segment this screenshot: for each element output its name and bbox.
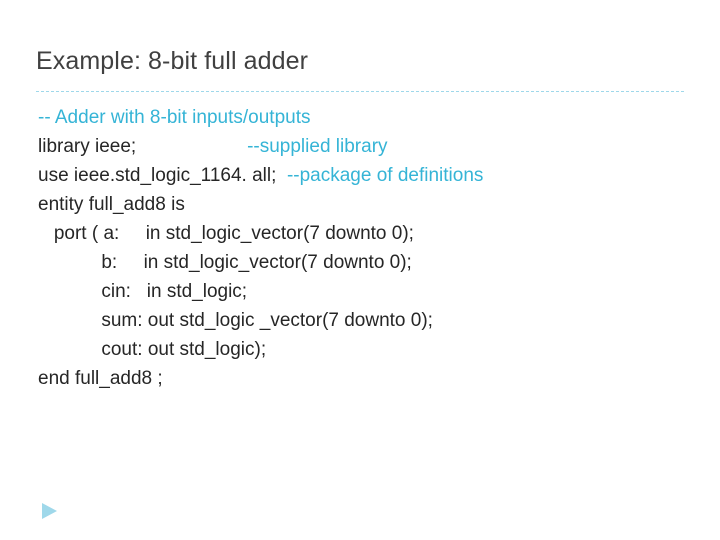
code-text: b: in std_logic_vector(7 downto 0); xyxy=(38,252,412,273)
code-block: -- Adder with 8-bit inputs/outputs librar… xyxy=(38,103,688,393)
code-line: library ieee; --supplied library xyxy=(38,132,688,161)
code-line: b: in std_logic_vector(7 downto 0); xyxy=(38,248,688,277)
code-line: -- Adder with 8-bit inputs/outputs xyxy=(38,103,688,132)
page-title: Example: 8-bit full adder xyxy=(36,47,309,75)
code-text: use ieee.std_logic_1164. all; xyxy=(38,165,287,186)
code-line: use ieee.std_logic_1164. all; --package … xyxy=(38,161,688,190)
code-line: port ( a: in std_logic_vector(7 downto 0… xyxy=(38,219,688,248)
code-text: library ieee; xyxy=(38,136,248,157)
play-arrow-icon[interactable] xyxy=(38,500,60,522)
code-text: entity full_add8 is xyxy=(38,194,185,215)
code-text: sum: out std_logic _vector(7 downto 0); xyxy=(38,310,433,331)
code-comment: --package of definitions xyxy=(286,165,484,186)
code-line: end full_add8 ; xyxy=(38,364,688,393)
code-comment: --supplied library xyxy=(247,136,388,157)
code-text: cin: in std_logic; xyxy=(38,281,248,302)
code-line: cout: out std_logic); xyxy=(38,335,688,364)
title-divider xyxy=(36,91,684,92)
code-text: cout: out std_logic); xyxy=(38,339,267,360)
code-text: port ( a: in std_logic_vector(7 downto 0… xyxy=(38,223,414,244)
code-line: sum: out std_logic _vector(7 downto 0); xyxy=(38,306,688,335)
code-text: end full_add8 ; xyxy=(38,368,163,389)
code-comment: -- Adder with 8-bit inputs/outputs xyxy=(38,107,311,128)
code-line: entity full_add8 is xyxy=(38,190,688,219)
code-line: cin: in std_logic; xyxy=(38,277,688,306)
